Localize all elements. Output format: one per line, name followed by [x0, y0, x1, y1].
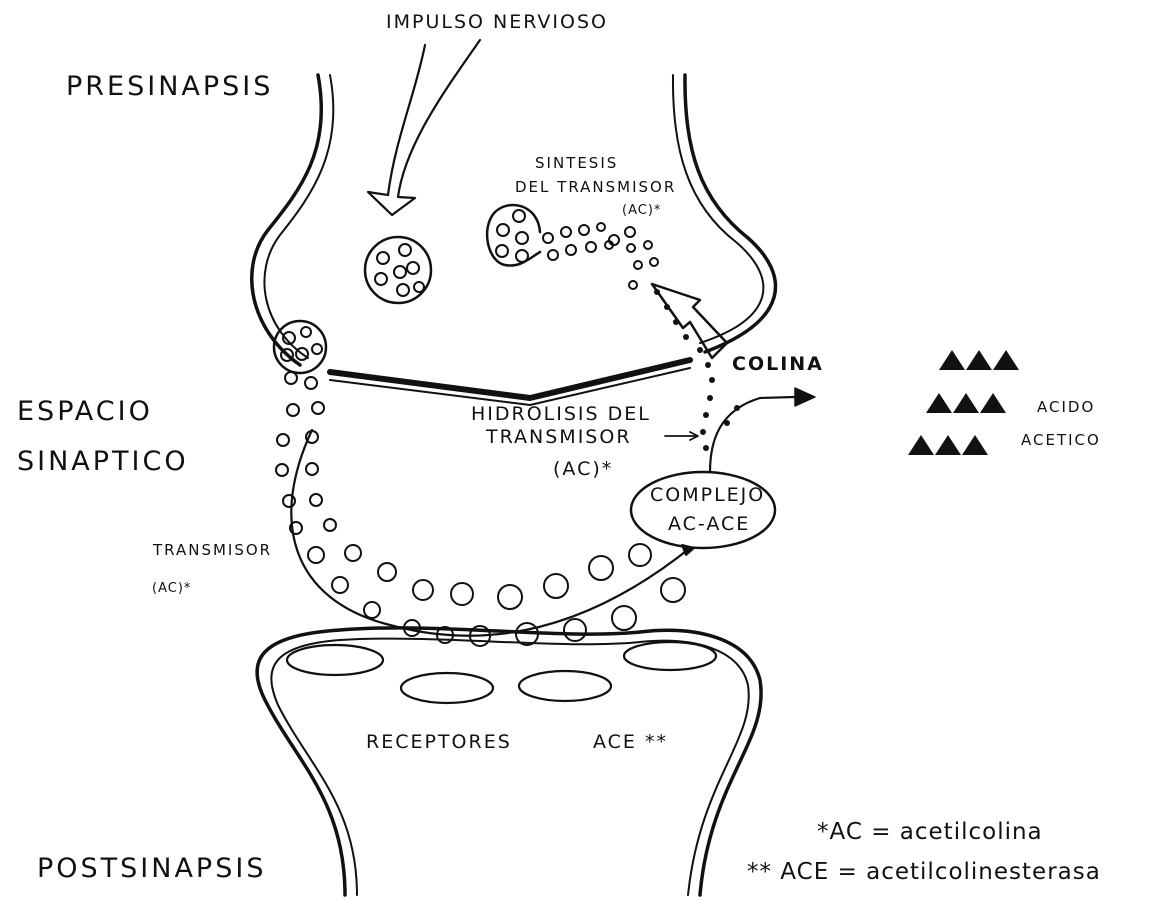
impulso-label: IMPULSO NERVIOSO	[386, 13, 608, 32]
complejo-label-1: COMPLEJO	[650, 486, 765, 505]
acetic-arrow	[710, 397, 795, 472]
postsynaptic-membrane	[257, 628, 761, 895]
release-path	[291, 430, 690, 636]
sintesis-label-1: SINTESIS	[535, 156, 618, 171]
presynaptic-membrane-left	[252, 75, 322, 365]
acetico-label: ACETICO	[1021, 433, 1101, 448]
sinaptico-label: SINAPTICO	[17, 448, 189, 475]
presynaptic-active-zone	[330, 360, 690, 398]
acido-label: ACIDO	[1037, 400, 1095, 415]
legend-ace: ** ACE = acetilcolinesterasa	[747, 861, 1101, 884]
transmisor-label-2: (AC)*	[152, 582, 191, 595]
legend-ac: *AC = acetilcolina	[817, 821, 1043, 844]
presynaptic-membrane-right	[685, 75, 776, 352]
presinapsis-label: PRESINAPSIS	[66, 73, 273, 100]
hidrolisis-label-1: HIDROLISIS DEL	[471, 405, 651, 424]
ace-label: ACE **	[593, 733, 668, 752]
receptor	[519, 671, 611, 701]
receptor	[287, 645, 383, 675]
transmisor-label-1: TRANSMISOR	[153, 543, 272, 558]
postsinapsis-label: POSTSINAPSIS	[37, 855, 266, 882]
receptor	[401, 673, 493, 703]
espacio-label: ESPACIO	[17, 398, 153, 425]
hidrolisis-label-2: TRANSMISOR	[486, 428, 632, 447]
hidrolisis-label-3: (AC)*	[553, 460, 613, 479]
sintesis-label-2: DEL TRANSMISOR	[515, 180, 676, 195]
colina-label: COLINA	[732, 355, 824, 374]
complejo-label-2: AC-ACE	[668, 515, 750, 534]
impulse-arrow	[368, 40, 480, 215]
receptor	[624, 642, 716, 670]
sintesis-label-3: (AC)*	[622, 204, 661, 217]
acetic-acid-triangles	[908, 350, 1019, 455]
receptores-label: RECEPTORES	[366, 733, 512, 752]
